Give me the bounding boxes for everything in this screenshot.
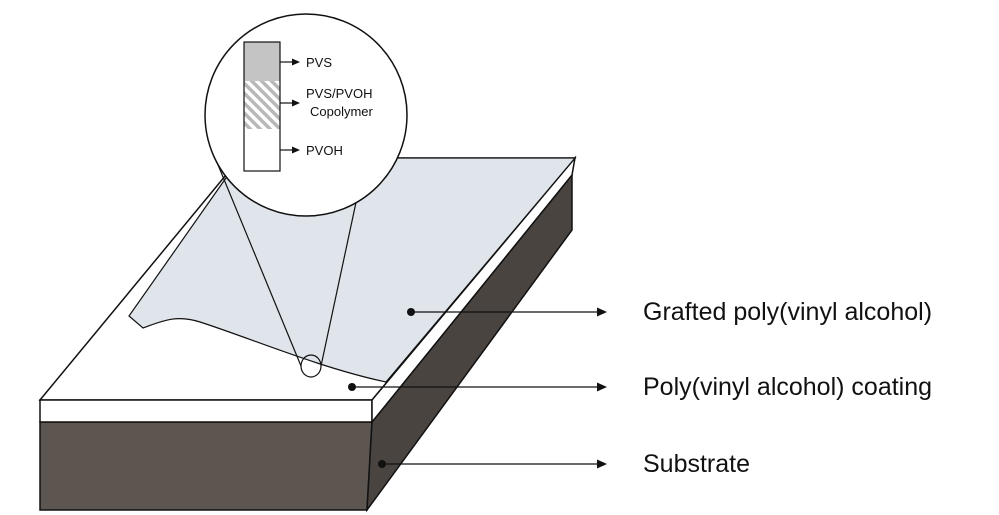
inset-arrow-copolymer [280,99,300,107]
leader-substrate [378,459,607,469]
inset-arrow-pvoh [280,146,300,154]
inset-label-pvs: PVS [306,55,332,70]
leader-coating [348,382,607,392]
label-grafted-pvoh: Grafted poly(vinyl alcohol) [643,298,932,326]
inset-pvoh-band [244,129,280,171]
label-substrate: Substrate [643,450,750,478]
inset-label-pvoh: PVOH [306,143,343,158]
substrate-front-face [39,421,373,511]
inset-copolymer-band [244,81,280,129]
inset-label-copolymer-line2: Copolymer [310,104,374,119]
leader-grafted [407,307,607,317]
inset-label-copolymer-line1: PVS/PVOH [306,86,372,101]
inset-layer-strip-outline [243,41,281,172]
inset-circle [204,13,408,217]
zoom-line-left [215,159,302,367]
coating-front-face [39,399,373,423]
grafted-layer-region [128,157,577,383]
label-pvoh-coating: Poly(vinyl alcohol) coating [643,373,932,401]
inset-pvs-band [244,42,280,81]
inset-arrow-pvs [280,58,300,66]
